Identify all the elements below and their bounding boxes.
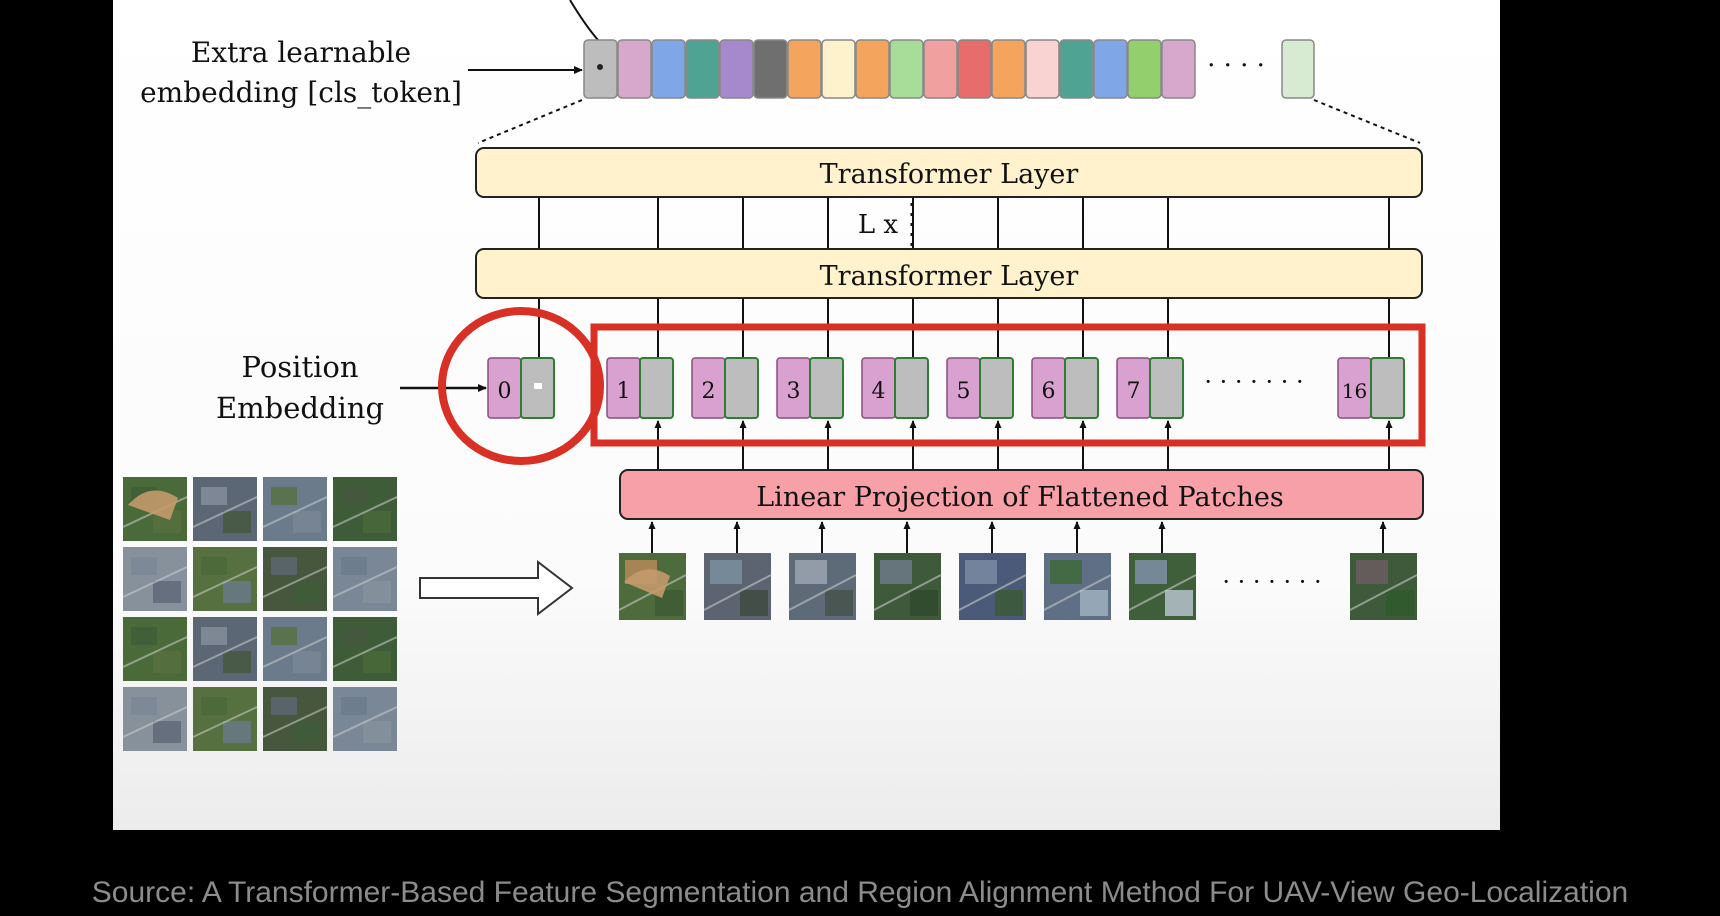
- baseball-field-mark: [128, 490, 178, 520]
- transformer-layer-top: [475, 147, 1423, 198]
- patch-up-arrows: [648, 521, 1387, 553]
- output-token: [821, 39, 856, 99]
- patch-embedding-box: [809, 357, 844, 419]
- baseball-field-mark: [624, 569, 670, 598]
- output-token: [719, 39, 754, 99]
- position-index-label: 0: [498, 379, 512, 404]
- image-patch: [1128, 553, 1197, 620]
- flattened-patches-row: [618, 553, 1418, 620]
- position-index-label: 16: [1342, 379, 1367, 403]
- grid-patch: [332, 687, 398, 751]
- output-token-last: [1281, 39, 1315, 99]
- position-token-1: 1: [606, 357, 674, 419]
- extra-embedding-label-line1: Extra learnable: [191, 36, 411, 69]
- position-token-2: 2: [691, 357, 759, 419]
- cls-embed-dot: [534, 383, 542, 389]
- grid-patch: [122, 547, 188, 611]
- image-patch: [873, 553, 942, 620]
- token-ellipsis: · · · ·: [1207, 51, 1265, 81]
- grid-patch: [262, 617, 328, 681]
- position-token-3: 3: [776, 357, 844, 419]
- highlight-circle: [438, 307, 604, 465]
- grid-patch: [192, 477, 258, 541]
- transformer-layer-bottom: [475, 248, 1423, 299]
- patch-embedding-box: [979, 357, 1014, 419]
- position-index-label: 4: [872, 379, 886, 404]
- output-token: [1161, 39, 1196, 99]
- position-index-label: 2: [702, 379, 716, 404]
- position-ellipsis: · · · · · · ·: [1204, 368, 1303, 396]
- output-token: [1127, 39, 1162, 99]
- position-embedding-label-line1: Position: [241, 350, 358, 384]
- linear-projection-label: Linear Projection of Flattened Patches: [756, 482, 1284, 513]
- grid-patch: [192, 617, 258, 681]
- patch-embedding-box: [1370, 357, 1405, 419]
- patch-embedding-box: [639, 357, 674, 419]
- position-index-label: 1: [617, 379, 631, 404]
- grid-patch: [122, 617, 188, 681]
- grid-patch: [192, 547, 258, 611]
- position-token-5: 5: [946, 357, 1014, 419]
- input-image-grid: [122, 477, 398, 751]
- source-caption: Source: A Transformer-Based Feature Segm…: [91, 876, 1629, 909]
- output-token: [753, 39, 788, 99]
- output-token: [889, 39, 924, 99]
- cls-token-dot: [597, 64, 603, 70]
- position-embedding-tokens: 0 1 2 3 4 5 6 7 16: [487, 357, 1405, 419]
- grid-patch: [332, 617, 398, 681]
- output-token: [957, 39, 992, 99]
- grid-patch: [262, 477, 328, 541]
- position-index-label: 7: [1127, 379, 1141, 404]
- patch-embedding-box: [1149, 357, 1184, 419]
- image-patch: [958, 553, 1027, 620]
- position-token-4: 4: [861, 357, 929, 419]
- output-token: [685, 39, 720, 99]
- output-token: [855, 39, 890, 99]
- expansion-dotted-left: [477, 99, 583, 144]
- expansion-dotted-right: [1313, 99, 1421, 144]
- transformer-layer-top-label: Transformer Layer: [820, 159, 1079, 190]
- linear-projection-box: [619, 469, 1424, 520]
- highlight-rectangle: [590, 323, 1426, 447]
- position-token-6: 6: [1031, 357, 1099, 419]
- position-index-label: 5: [957, 379, 971, 404]
- grid-patch: [192, 687, 258, 751]
- grid-patch: [262, 547, 328, 611]
- position-embedding-label-line2: Embedding: [216, 391, 384, 425]
- repeat-label: L x: [858, 210, 899, 240]
- patch-embedding-box: [1064, 357, 1099, 419]
- grid-patch: [332, 477, 398, 541]
- transformer-layer-bottom-label: Transformer Layer: [820, 261, 1079, 292]
- output-token-row: [583, 39, 1315, 99]
- position-token-0: 0: [487, 357, 555, 419]
- hollow-arrow: [419, 559, 574, 617]
- output-token: [1059, 39, 1094, 99]
- position-index-label: 6: [1042, 379, 1056, 404]
- position-index-label: 3: [787, 379, 801, 404]
- grid-patch: [262, 687, 328, 751]
- grid-patch: [122, 687, 188, 751]
- output-token: [923, 39, 958, 99]
- output-token: [1093, 39, 1128, 99]
- output-token: [1025, 39, 1060, 99]
- grid-patch: [122, 477, 188, 541]
- patch-embedding-box: [894, 357, 929, 419]
- top-curve-line: [569, 0, 599, 41]
- output-token: [787, 39, 822, 99]
- output-token: [617, 39, 652, 99]
- output-token: [651, 39, 686, 99]
- position-token-7: 7: [1116, 357, 1184, 419]
- image-patch: [703, 553, 772, 620]
- patch-embedding-box: [724, 357, 759, 419]
- position-token-16: 16: [1337, 357, 1405, 419]
- output-token: [991, 39, 1026, 99]
- extra-embedding-label-line2: embedding [cls_token]: [140, 76, 462, 109]
- image-patch: [1043, 553, 1112, 620]
- image-patch: [1349, 553, 1418, 620]
- image-patch: [788, 553, 857, 620]
- patch-ellipsis: · · · · · · ·: [1222, 568, 1321, 596]
- grid-patch: [332, 547, 398, 611]
